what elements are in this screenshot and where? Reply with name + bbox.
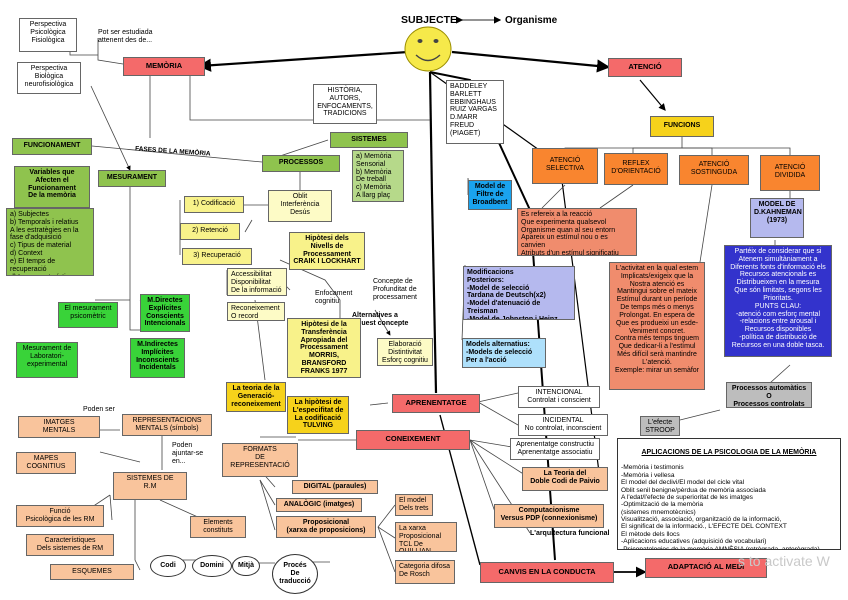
model-trets-box: El model Dels trets xyxy=(395,494,433,516)
poden-ajuntar-label: Poden ajuntar-se en... xyxy=(172,442,204,465)
autors-box: BADDELEY BARLETT EBBINGHAUS RUIZ VARGAS … xyxy=(446,80,504,144)
model-kahneman-box: MODEL DE D.KAHNEMAN (1973) xyxy=(750,198,804,238)
xarxa-proposicional-box: La xarxa Proposicional TCL De QUILLIAN xyxy=(395,522,457,552)
enfocament-label: Enfocament cognitiu xyxy=(315,290,353,305)
aplicacions-title: APLICACIONS DE LA PSICOLOGIA DE LA MEMÒR… xyxy=(641,448,817,456)
memoria-node[interactable]: MEMÒRIA xyxy=(123,57,205,76)
reconeixement-box: Reconeixement O record xyxy=(227,302,285,321)
mesurament-psicometric-box: El mesurament psicomètric xyxy=(58,302,118,328)
canvis-conducta-node[interactable]: CANVIS EN LA CONDUCTA xyxy=(480,562,614,583)
historia-box: HISTÒRIA, AUTORS, ENFOCAMENTS, TRADICION… xyxy=(313,84,377,124)
oblit-box: Oblit Interferència Desús xyxy=(268,190,332,222)
perspectiva-psicologica-box: Perspectiva Psicològica Fisiològica xyxy=(19,18,77,52)
smiley-face-icon xyxy=(404,26,452,72)
aprenentatge-node[interactable]: APRENENTATGE xyxy=(392,394,480,413)
funcionament-node[interactable]: FUNCIONAMENT xyxy=(12,138,92,155)
proposicional-box: Proposicional (xarxa de proposicions) xyxy=(276,516,376,538)
adaptacio-medi-node[interactable]: ADAPTACIÓ AL MEDI xyxy=(645,558,767,578)
variables-list-box: a) Subjectes b) Temporals i relatius A l… xyxy=(6,208,94,276)
atencio-selectiva-node[interactable]: ATENCIÓ SELECTIVA xyxy=(532,148,598,184)
sistemes-node[interactable]: SISTEMES xyxy=(330,132,408,148)
analogic-box: ANALÒGIC (imatges) xyxy=(276,498,362,512)
efecte-stroop-box: L'efecte STROOP xyxy=(640,416,680,436)
recuperacio-box: 3) Recuperació xyxy=(182,248,252,265)
sistemes-list-box: a) Memòria Sensorial b) Memòria De treba… xyxy=(352,150,404,202)
reflex-orientacio-node[interactable]: REFLEX D'ORIENTACIÓ xyxy=(604,153,668,185)
teoria-generacio-box: La teoria de la Generació- reconeixement xyxy=(226,382,286,412)
computacionisme-box: Computacionisme Versus PDP (connexionism… xyxy=(494,504,604,528)
teoria-doble-codi-box: La Teoria del Doble Codi de Paivio xyxy=(522,467,608,491)
mesures-directes-box: M.Directes Explícites Conscients Intenci… xyxy=(140,294,190,332)
formats-representacio-node[interactable]: FORMATS DE REPRESENTACIÓ xyxy=(222,443,298,477)
mesurament-node[interactable]: MESURAMENT xyxy=(98,170,166,187)
aprenentatge-constructiu-box: Aprenentatge constructiu Aprenentatge as… xyxy=(510,438,600,460)
elements-constituts-box: Elements constituts xyxy=(190,516,246,538)
accessibilitat-box: Accessibilitat Disponibilitat De la info… xyxy=(227,268,287,296)
poden-ser-label: Poden ser xyxy=(83,406,115,413)
arquitectura-funcional-label: L'arquitectura funcional xyxy=(530,530,610,537)
reflex-desc-box: Es refereix a la reacció Que experimenta… xyxy=(517,208,637,256)
esquemes-box: ESQUEMES xyxy=(50,564,134,580)
kahneman-desc-box: Partéix de considerar que si Atenem simu… xyxy=(724,245,832,357)
sistemes-rm-node[interactable]: SISTEMES DE R.M xyxy=(113,472,187,500)
atencio-dividida-node[interactable]: ATENCIÓ DIVIDIDA xyxy=(760,155,820,191)
intencional-box: INTENCIONAL Controlat i conscient xyxy=(518,386,600,408)
processos-automatics-box: Processos automàtics O Processos control… xyxy=(726,382,812,408)
retencio-box: 2) Retenció xyxy=(180,223,240,240)
alternatives-label: Alternatives a Aquest concepte xyxy=(352,312,409,327)
concepte-label: Concepte de Profunditat de processament xyxy=(373,278,417,301)
aplicacions-list: -Memòria i testimonis -Memòria i vellesa… xyxy=(621,464,820,550)
mesurament-laboratori-box: Mesurament de Laboratori- experimental xyxy=(16,342,78,378)
title-subjecte: SUBJECTE xyxy=(401,14,458,26)
categoria-difosa-box: Categoria difosa De Rosch xyxy=(395,560,455,584)
variables-title-box: Variables que Afecten el Funcionament De… xyxy=(14,166,90,208)
activate-watermark: s to activate W xyxy=(738,553,830,569)
note-pot-ser-estudiada: Pot ser estudiada attenent des de... xyxy=(98,29,153,44)
digital-box: DIGITAL (paraules) xyxy=(292,480,378,494)
coneixement-node[interactable]: CONEIXEMENT xyxy=(356,430,470,450)
mitja-oval: Mitjà xyxy=(232,556,260,576)
domini-oval: Domini xyxy=(192,555,232,577)
processos-node[interactable]: PROCESSOS xyxy=(262,155,340,172)
mesures-indirectes-box: M.Indirectes Implícites Inconscients Inc… xyxy=(130,338,185,378)
imatges-mentals-box: IMATGES MENTALS xyxy=(18,416,100,438)
hipotesi-especifitat-box: La hipòtesi de L'especifitat de La codif… xyxy=(287,396,349,434)
sostinguda-desc-box: L'activitat en la qual estem Implicats/e… xyxy=(609,262,705,390)
atencio-node[interactable]: ATENCIÓ xyxy=(608,58,682,77)
representacions-mentals-node[interactable]: REPRESENTACIONS MENTALS (símbols) xyxy=(122,414,212,436)
modificacions-box: Modificacions Posteriors: -Model de sele… xyxy=(463,266,575,320)
codificacio-box: 1) Codificació xyxy=(184,196,244,213)
funcions-node[interactable]: FUNCIONS xyxy=(650,116,714,137)
incidental-box: INCIDENTAL No controlat, inconscient xyxy=(518,414,608,436)
models-alternatius-box: Models alternatius: -Models de selecció … xyxy=(462,338,546,368)
model-broadbent-box: Model de Filtre de Broadbent xyxy=(468,180,512,210)
funcio-rm-box: Funció Psicològica de les RM xyxy=(16,505,104,527)
hipotesi-transferencia-box: Hipòtesi de la Transferència Apropiada d… xyxy=(287,318,361,378)
elaboracio-box: Elaboració Distintivitat Esforç cognitiu xyxy=(377,338,433,366)
organisme-label: Organisme xyxy=(505,15,558,26)
caracteristiques-rm-box: Característiques Dels sistemes de RM xyxy=(26,534,114,556)
atencio-sostinguda-node[interactable]: ATENCIÓ SOSTINGUDA xyxy=(679,155,749,185)
mapes-cognitius-box: MAPES COGNITIUS xyxy=(16,452,76,474)
hipotesi-nivells-box: Hipòtesi dels Nivells de Processament CR… xyxy=(289,232,365,270)
codi-oval: Codi xyxy=(150,555,186,577)
aplicacions-box: APLICACIONS DE LA PSICOLOGIA DE LA MEMÒR… xyxy=(617,438,841,550)
proces-traduccio-oval: Procés De traducció xyxy=(272,554,318,594)
perspectiva-biologica-box: Perspectiva Biològica neurofisiològica xyxy=(17,62,81,94)
